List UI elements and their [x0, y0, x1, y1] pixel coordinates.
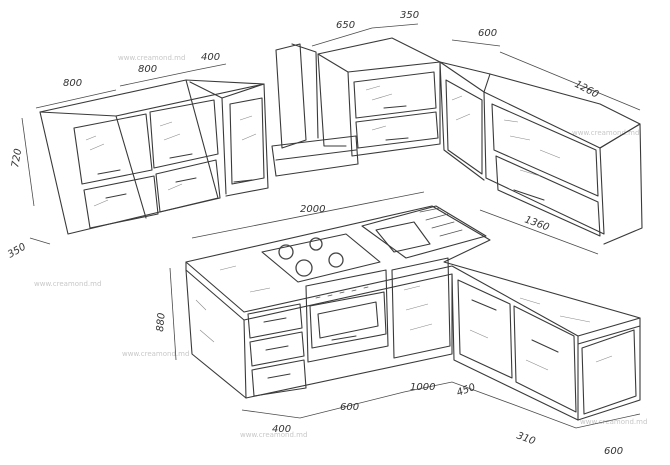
dim-base-bottom-5: 310 [515, 430, 537, 447]
watermark: www.creamond.md [118, 54, 185, 62]
dim-upper-left-2: 800 [138, 64, 157, 75]
dim-upper-height: 720 [10, 148, 24, 169]
dim-upper-depth: 350 [6, 242, 28, 261]
dim-base-bottom-3: 1000 [410, 382, 435, 393]
upper-left-cabinets [39, 79, 269, 235]
watermark: www.creamond.md [572, 129, 639, 137]
base-cabinets [185, 257, 641, 421]
dim-counter-length: 2000 [300, 204, 325, 215]
watermark: www.creamond.md [580, 418, 647, 426]
dimension-lines [21, 23, 641, 429]
burner [309, 237, 323, 251]
watermark: www.creamond.md [240, 431, 307, 439]
dim-upper-right-1: 600 [478, 28, 497, 39]
upper-right-cabinets [439, 61, 643, 245]
countertop [185, 205, 641, 345]
burner [295, 259, 313, 277]
dim-upper-mid-1: 650 [336, 20, 355, 31]
upper-middle-cabinets [271, 37, 441, 177]
dimension-labels: 800 800 400 650 350 600 1260 720 350 200… [6, 10, 623, 457]
watermark: www.creamond.md [34, 280, 101, 288]
watermark: www.creamond.md [122, 350, 189, 358]
dim-upper-mid-2: 350 [400, 10, 419, 21]
dim-base-bottom-1: 400 [272, 424, 291, 435]
dim-upper-left-3: 400 [201, 52, 220, 63]
dim-base-height: 880 [155, 312, 168, 332]
dim-upper-left-1: 800 [63, 78, 82, 89]
dim-base-bottom-2: 600 [340, 402, 359, 413]
dim-counter-right: 1360 [523, 214, 551, 233]
dim-base-bottom-6: 600 [604, 446, 623, 457]
burner [328, 252, 344, 268]
watermarks: www.creamond.md www.creamond.md www.crea… [34, 54, 647, 439]
burner [278, 244, 294, 260]
